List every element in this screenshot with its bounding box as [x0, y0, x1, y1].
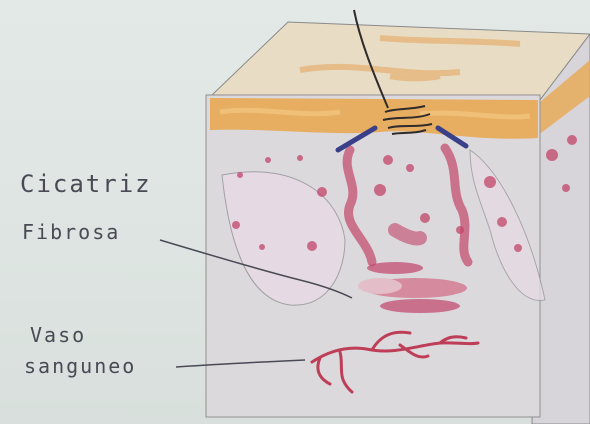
vessel-label-line1: Vaso [30, 325, 86, 345]
scar-label-line1: Cicatriz [20, 172, 152, 196]
vessel-label-line2: sanguneo [24, 356, 136, 376]
scar-label-line2: Fibrosa [22, 222, 120, 242]
block-top-face [212, 22, 590, 100]
